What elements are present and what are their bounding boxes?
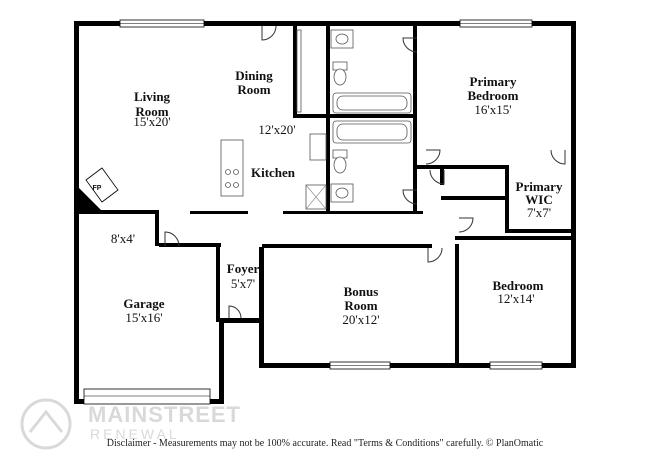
kitchen-label: Kitchen [251,165,296,180]
fireplace-label: FP [93,185,102,192]
watermark-line1: MAINSTREET [88,402,241,427]
kitchen-dim: 12'x20' [258,122,295,137]
disclaimer-text: Disclaimer - Measurements may not be 100… [106,438,544,449]
garage-dim: 15'x16' [125,310,162,325]
primary-wic-dim: 7'x7' [527,205,551,220]
bathroom-fixtures [296,29,412,210]
doors [164,25,566,319]
kitchen-island [220,139,244,197]
garage-label: Garage [123,296,164,311]
bedroom-label: Bedroom [492,278,543,293]
watermark-emblem-icon [20,398,72,450]
interior-walls [74,26,572,365]
fireplace: FP [79,167,119,213]
bonus-room-dim: 20'x12' [342,312,379,327]
primary-bedroom-dim: 16'x15' [474,102,511,117]
foyer-dim: 5'x7' [231,276,255,291]
watermark-line2: RENEWAL [90,426,180,442]
windows [83,19,543,405]
watermark-logo: MAINSTREET RENEWAL [18,398,258,450]
hall-dim: 8'x4' [111,231,135,246]
bedroom-dim: 12'x14' [497,291,534,306]
foyer-label: Foyer [227,261,260,276]
living-room-dim: 15'x20' [133,114,170,129]
